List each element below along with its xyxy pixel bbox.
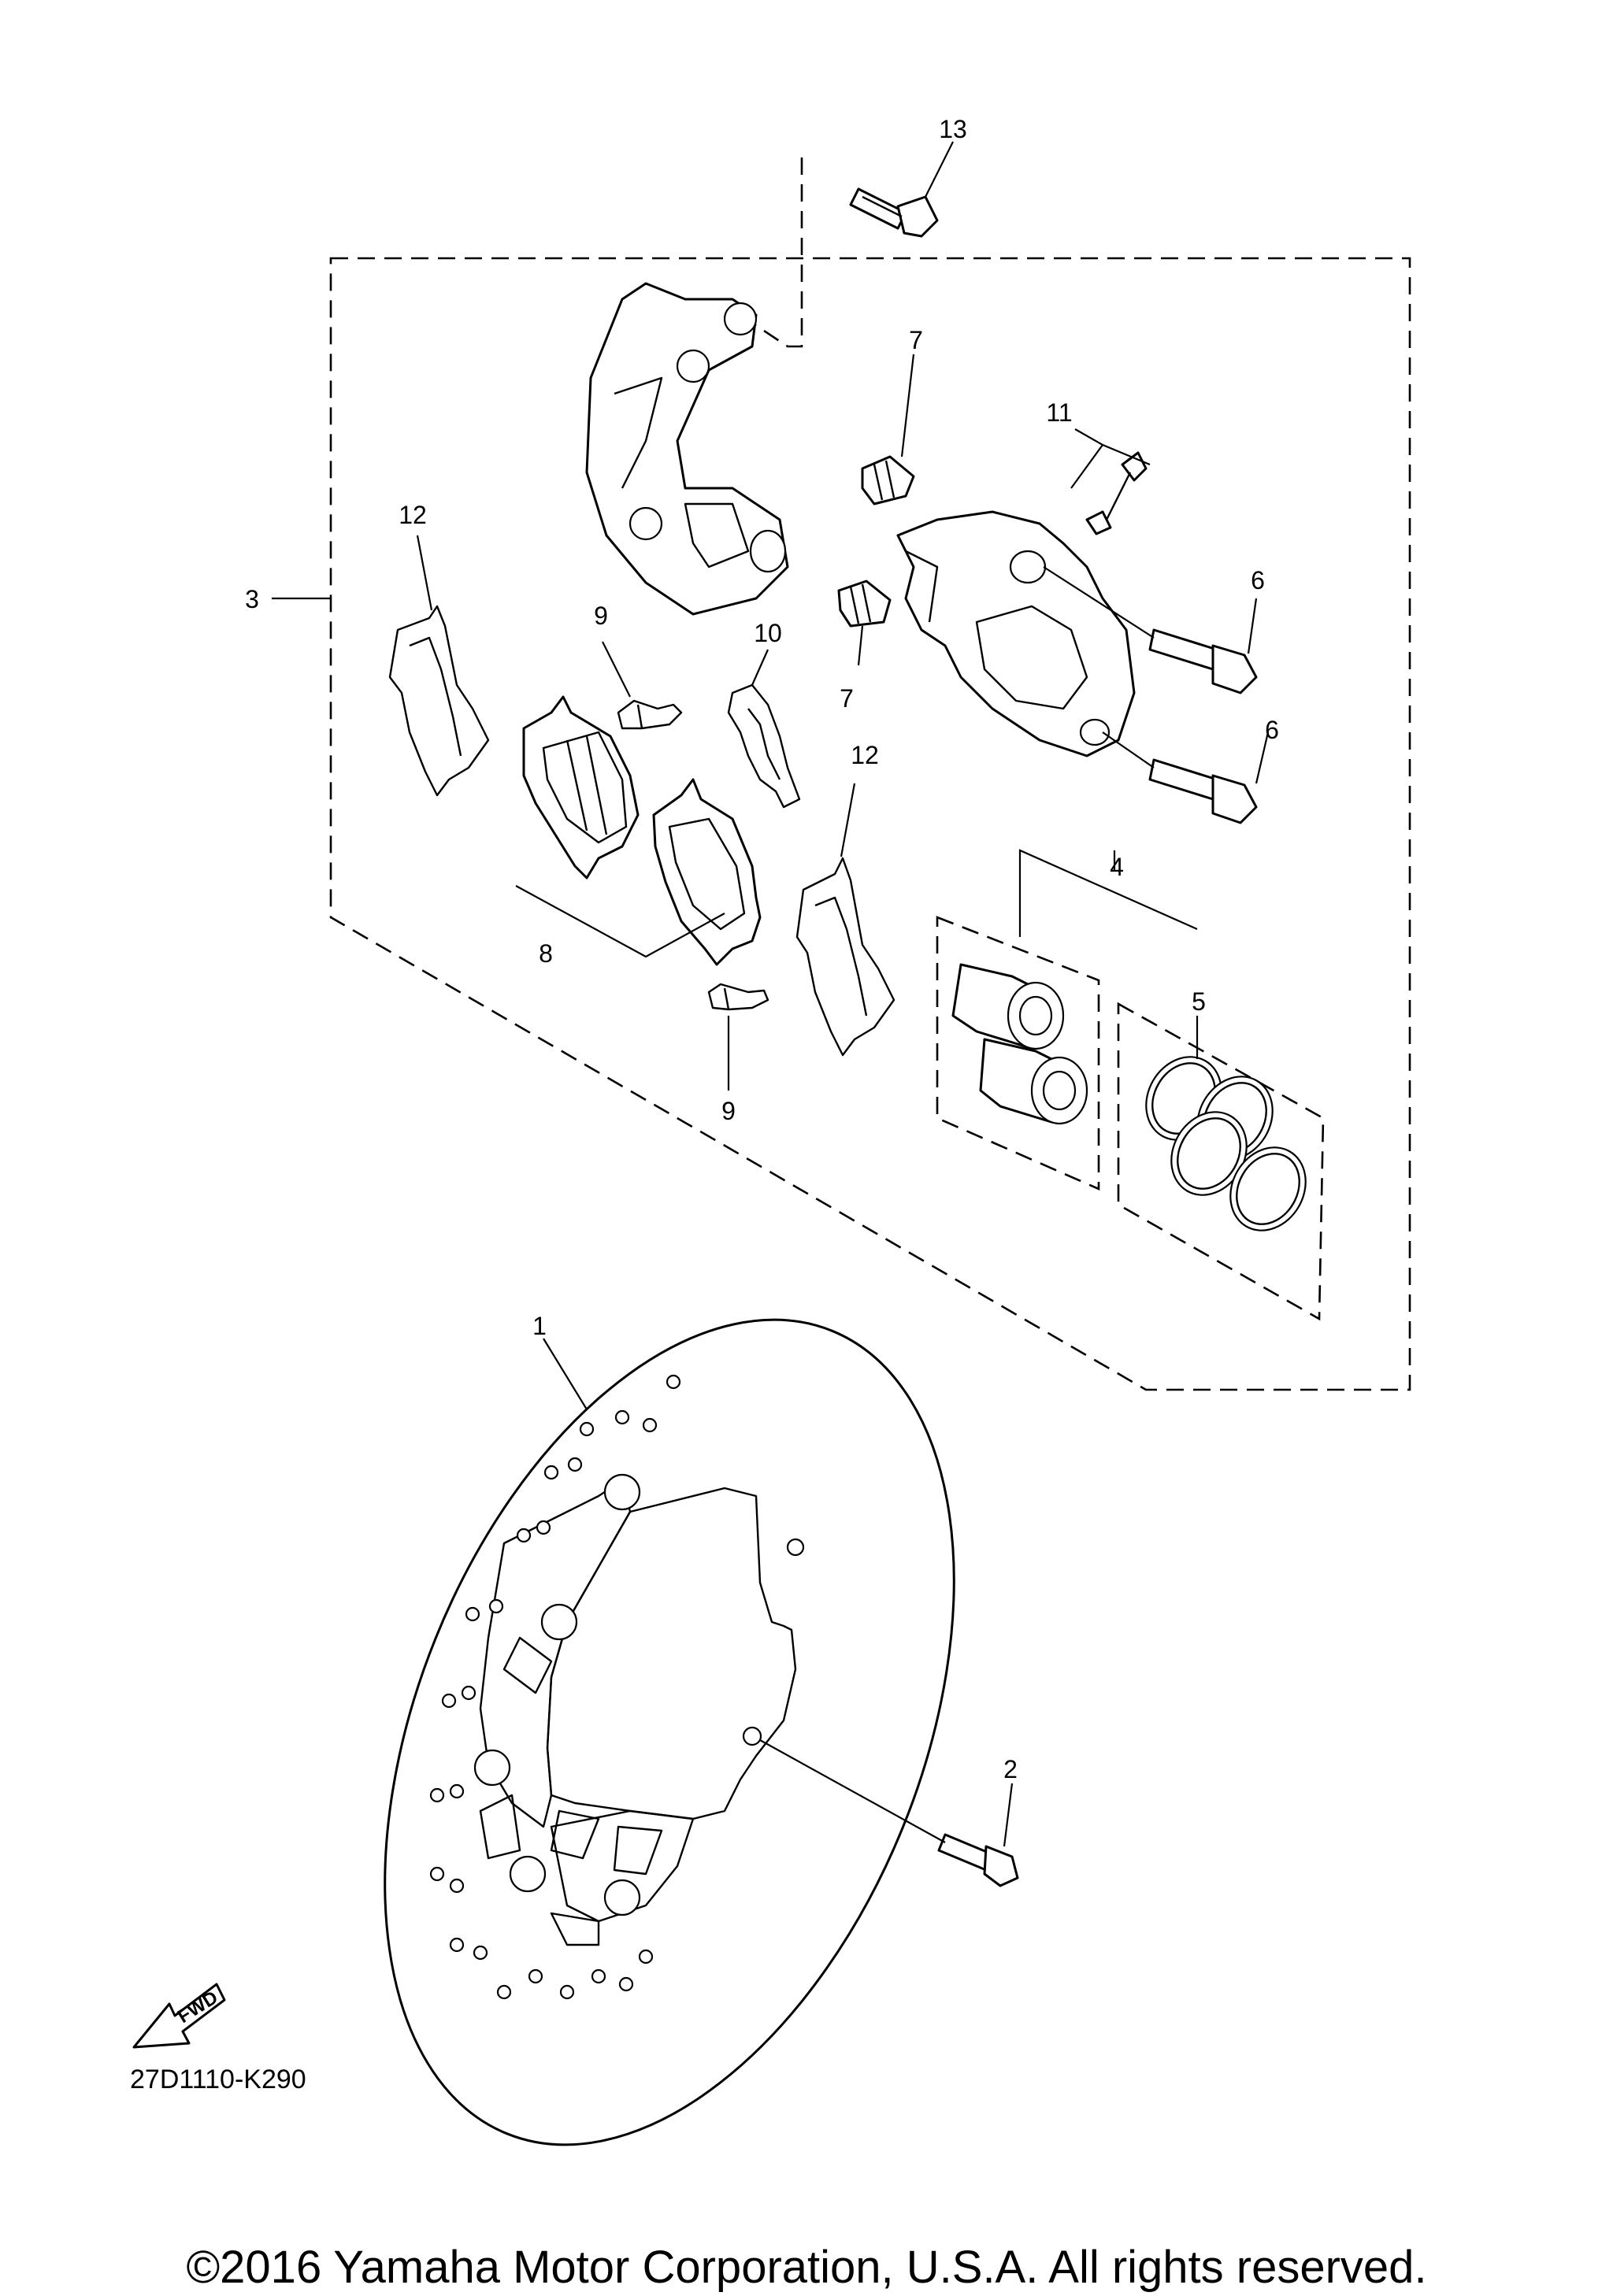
brake-pad-right[interactable] [652,778,762,966]
callout-12-right: 12 [851,741,879,769]
caliper-mount-bolt[interactable] [849,187,939,238]
pad-spring-lower[interactable] [707,983,769,1011]
callout-3: 3 [245,585,259,613]
slide-pin-boot-upper[interactable] [861,455,915,505]
bleed-screw[interactable] [1085,451,1148,535]
callout-5: 5 [1192,987,1206,1016]
pad-shim-left[interactable] [388,605,490,797]
callout-13: 13 [939,115,967,143]
pad-spring-upper[interactable] [617,699,683,730]
caliper-assembly-boundary [329,257,1411,1391]
caliper-piston-lower[interactable] [979,1038,1088,1125]
pad-shim-right[interactable] [795,857,895,1057]
caliper-body[interactable] [896,510,1136,757]
callout-7-upper: 7 [909,326,923,354]
piston-set-boundary [936,916,1100,1191]
callout-4-leader [1018,849,1198,937]
callout-6-lower: 6 [1265,716,1279,744]
callout-10: 10 [754,619,782,647]
callout-11: 11 [1046,398,1072,427]
seal-kit-boundary [1117,1002,1325,1321]
caliper-bracket[interactable] [585,282,789,616]
callout-12-left: 12 [399,501,427,529]
slide-pin-boot-lower[interactable] [837,580,892,628]
slide-pin-lower[interactable] [1148,758,1258,824]
piston-seal-kit[interactable] [1132,1043,1321,1244]
callout-2: 2 [1003,1755,1018,1783]
brake-pad-left[interactable] [522,695,640,880]
brake-disc[interactable] [273,1236,1065,2228]
diagram-code: 27D1110-K290 [130,2065,306,2094]
caliper-piston-upper[interactable] [951,963,1065,1050]
copyright-notice: ©2016 Yamaha Motor Corporation, U.S.A. A… [186,2242,1427,2293]
callout-9-lower: 9 [721,1097,736,1125]
callout-6-upper: 6 [1251,566,1265,594]
callout-8: 8 [539,939,553,968]
callout-7-lower: 7 [840,684,854,713]
callout-13-leader [740,157,803,348]
slide-pin-upper[interactable] [1148,628,1258,694]
callout-1: 1 [532,1312,547,1340]
forward-direction-arrow [132,1983,226,2049]
callout-8-leader [515,885,725,958]
disc-bolt[interactable] [937,1833,1019,1887]
callout-9-upper: 9 [594,602,608,630]
pad-retainer[interactable] [727,683,801,809]
callout-4: 4 [1110,853,1124,881]
